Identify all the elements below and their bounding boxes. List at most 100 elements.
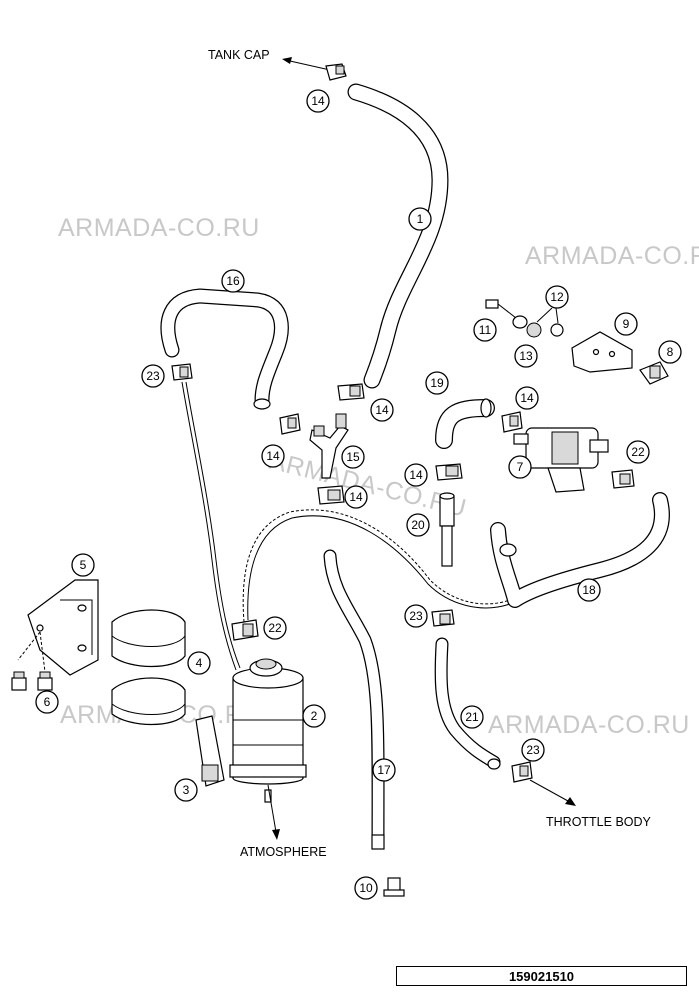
svg-text:14: 14 <box>349 490 363 504</box>
throttle-body-label: THROTTLE BODY <box>546 815 652 829</box>
svg-text:21: 21 <box>465 710 479 724</box>
purge-valve <box>513 427 609 493</box>
svg-text:14: 14 <box>520 391 534 405</box>
watermark: ARMADA-CO.RU <box>488 711 690 739</box>
svg-text:7: 7 <box>517 460 524 474</box>
svg-text:20: 20 <box>411 518 425 532</box>
rubber-mount <box>639 361 669 385</box>
callout: 19 <box>425 371 449 395</box>
callout: 1 <box>408 207 432 231</box>
callout: 14 <box>261 444 285 468</box>
callout: 7 <box>508 455 532 479</box>
atmosphere-label: ATMOSPHERE <box>240 845 327 859</box>
drawing-number: 159021510 <box>396 966 687 986</box>
callout: 14 <box>370 398 394 422</box>
svg-text:18: 18 <box>582 583 596 597</box>
bolt <box>11 631 53 691</box>
svg-text:5: 5 <box>80 558 87 572</box>
svg-text:16: 16 <box>226 274 240 288</box>
hose-clamp <box>337 383 365 401</box>
callout: 21 <box>460 705 484 729</box>
svg-text:22: 22 <box>631 445 645 459</box>
svg-text:23: 23 <box>146 369 160 383</box>
hose-clamp <box>611 469 635 489</box>
clip <box>195 715 225 787</box>
bracket <box>27 579 99 676</box>
nut <box>512 307 564 338</box>
hose-clamp <box>171 363 193 381</box>
callout: 14 <box>515 386 539 410</box>
svg-text:19: 19 <box>430 376 444 390</box>
hose-18 <box>490 492 670 608</box>
screw <box>485 299 517 319</box>
charcoal-canister <box>229 658 307 803</box>
callout: 3 <box>174 778 198 802</box>
svg-text:23: 23 <box>526 743 540 757</box>
hose-17 <box>323 549 385 850</box>
svg-text:13: 13 <box>519 349 533 363</box>
svg-text:14: 14 <box>375 403 389 417</box>
callout: 10 <box>354 876 378 900</box>
tank-cap-label: TANK CAP <box>208 48 270 62</box>
connector-tube <box>439 492 455 567</box>
callout: 22 <box>263 616 287 640</box>
svg-text:1: 1 <box>417 212 424 226</box>
svg-text:2: 2 <box>311 709 318 723</box>
hose-16 <box>160 288 289 410</box>
hose-21 <box>434 637 501 770</box>
callout: 9 <box>614 312 638 336</box>
drain-screw <box>383 877 405 897</box>
y-connector <box>309 413 349 479</box>
svg-text:4: 4 <box>196 656 203 670</box>
callout: 5 <box>71 553 95 577</box>
hose-clamp <box>279 413 301 435</box>
callout: 8 <box>658 340 682 364</box>
mounting-bracket <box>571 331 633 373</box>
svg-text:17: 17 <box>377 763 391 777</box>
svg-text:9: 9 <box>623 317 630 331</box>
svg-text:14: 14 <box>409 468 423 482</box>
hose-clamp <box>325 63 347 81</box>
callout: 15 <box>341 445 365 469</box>
callout: 14 <box>306 89 330 113</box>
svg-text:23: 23 <box>409 609 423 623</box>
callout: 23 <box>141 364 165 388</box>
svg-text:12: 12 <box>550 290 564 304</box>
atmosphere-arrow <box>267 784 280 840</box>
hose-clamp <box>501 411 523 433</box>
hose-clamp <box>231 619 259 641</box>
throttle-body-arrow <box>529 779 576 806</box>
elbow-hose <box>435 398 495 449</box>
hose-clamp <box>435 463 463 481</box>
watermark: ARMADA-CO.RU <box>58 214 260 242</box>
callout: 11 <box>473 318 497 342</box>
callout: 14 <box>404 463 428 487</box>
callout: 14 <box>344 485 368 509</box>
hose-1 <box>347 83 449 389</box>
callout: 23 <box>404 604 428 628</box>
callout: 16 <box>221 269 245 293</box>
callout: 20 <box>406 513 430 537</box>
strap <box>111 609 186 726</box>
svg-text:6: 6 <box>44 695 51 709</box>
svg-text:10: 10 <box>359 881 373 895</box>
hose-clamp <box>317 485 345 505</box>
callout: 2 <box>302 704 326 728</box>
hose-clamp <box>511 761 533 783</box>
callout: 17 <box>372 758 396 782</box>
hose-clamp <box>431 609 455 627</box>
svg-text:14: 14 <box>311 94 325 108</box>
callout: 13 <box>514 344 538 368</box>
svg-text:14: 14 <box>266 449 280 463</box>
svg-text:15: 15 <box>346 450 360 464</box>
callout: 12 <box>545 285 569 309</box>
callout: 4 <box>187 651 211 675</box>
svg-text:3: 3 <box>183 783 190 797</box>
callout: 23 <box>521 738 545 762</box>
svg-text:8: 8 <box>667 345 674 359</box>
svg-text:22: 22 <box>268 621 282 635</box>
watermark: ARMADA-CO.RU <box>525 242 699 270</box>
callout: 18 <box>577 578 601 602</box>
